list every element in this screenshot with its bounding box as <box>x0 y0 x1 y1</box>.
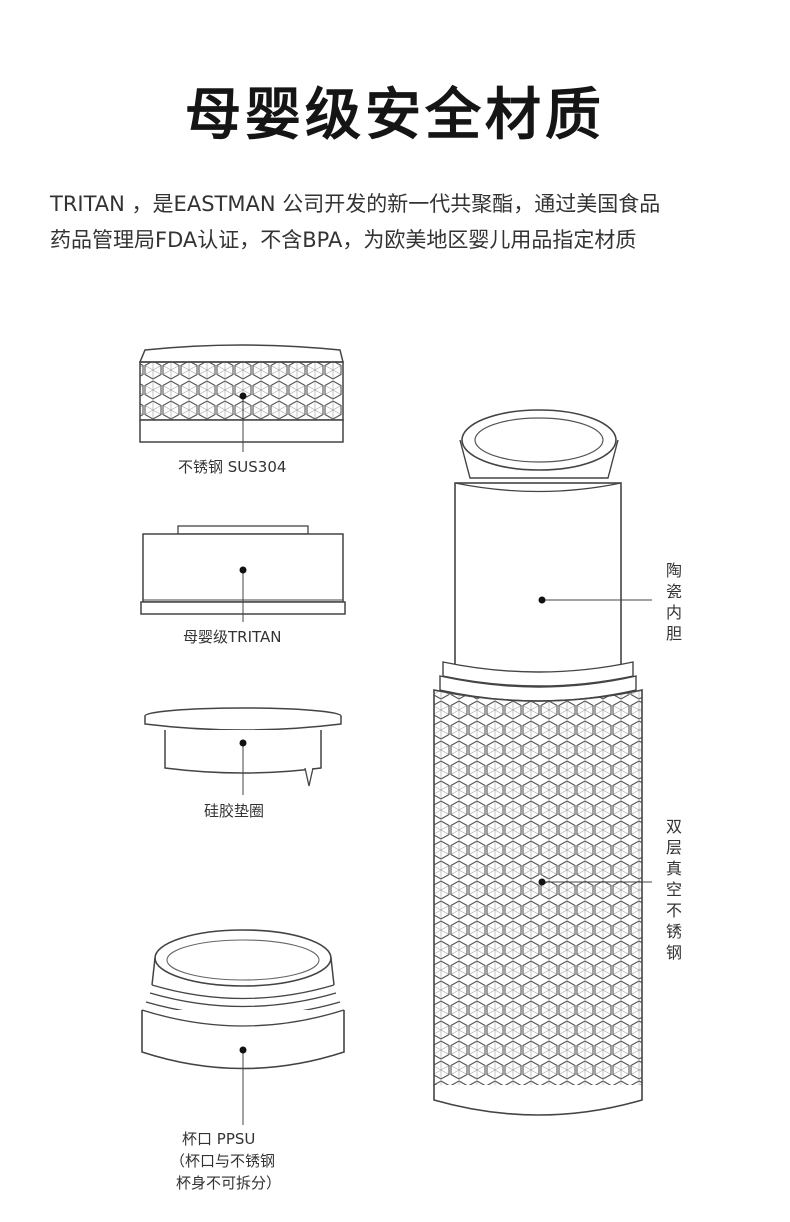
cup-mouth-note-2: 杯身不可拆分） <box>176 1174 282 1192</box>
bottle-assembly <box>433 409 652 1116</box>
cup-mouth-marker <box>239 1046 247 1054</box>
cup-mouth-label: 杯口 PPSU <box>182 1130 256 1148</box>
description-line-1: TRITAN ，是EASTMAN 公司开发的新一代共聚酯，通过美国食品 <box>50 192 661 216</box>
gasket-label: 硅胶垫圈 <box>204 802 265 820</box>
tritan-cap-label: 母婴级TRITAN <box>183 628 282 646</box>
cup-mouth-note-1: （杯口与不锈钢 <box>170 1152 276 1170</box>
steel-cap-part <box>138 344 344 452</box>
liner-marker <box>538 596 546 604</box>
inner-liner-label: 陶瓷内胆 <box>665 561 682 643</box>
body-marker <box>538 878 546 886</box>
gasket-part <box>144 707 342 795</box>
description-line-2: 药品管理局FDA认证，不含BPA，为欧美地区婴儿用品指定材质 <box>50 228 637 252</box>
cup-mouth-part <box>141 929 345 1125</box>
gasket-marker <box>239 739 247 747</box>
material-description: TRITAN ，是EASTMAN 公司开发的新一代共聚酯，通过美国食品 药品管理… <box>50 186 760 258</box>
tritan-cap-part <box>140 525 346 622</box>
tritan-cap-marker <box>239 566 247 574</box>
steel-cap-marker <box>239 392 247 400</box>
page-title: 母婴级安全材质 <box>185 83 605 148</box>
steel-cap-label: 不锈钢 SUS304 <box>178 458 287 476</box>
body-label: 双层真空不锈钢 <box>665 817 682 962</box>
